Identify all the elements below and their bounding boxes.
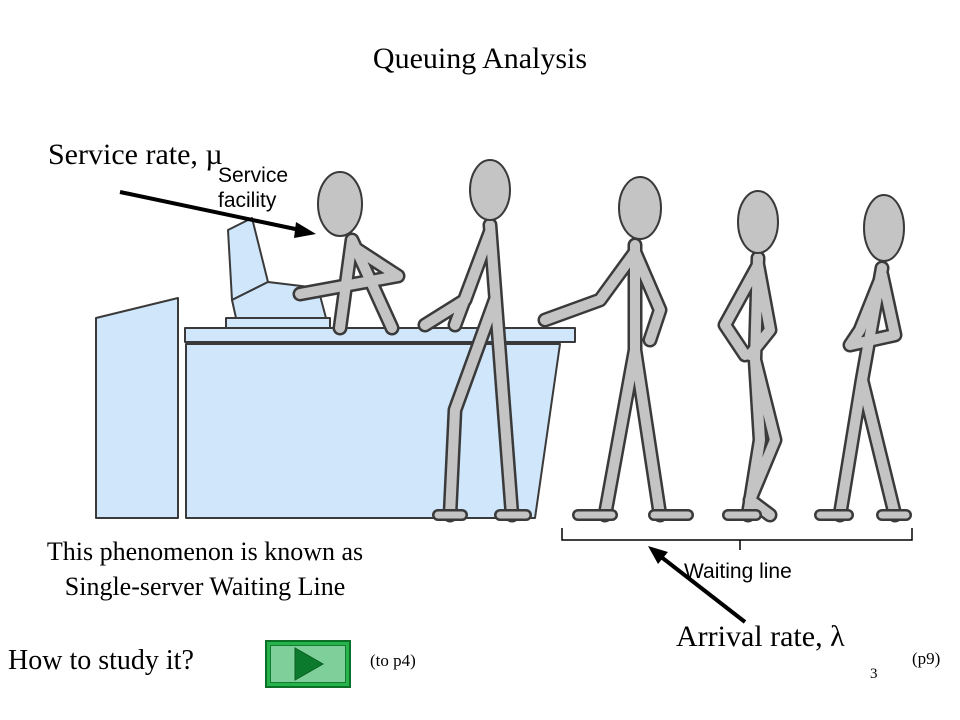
computer-icon [225, 217, 331, 329]
waiting-line-label: Waiting line [684, 560, 792, 583]
arrival-rate-label: Arrival rate, λ [676, 620, 845, 653]
link-to-p4[interactable]: (to p4) [370, 651, 416, 670]
phenomenon-caption: This phenomenon is known as Single-serve… [46, 537, 364, 601]
customer-3 [717, 190, 783, 523]
waiting-line-bracket [561, 528, 913, 550]
desk-side-panel [95, 297, 179, 519]
arrow-service-rate [119, 190, 316, 238]
customer-2 [537, 176, 694, 523]
page-number: 3 [870, 666, 878, 682]
service-rate-label: Service rate, µ [48, 138, 223, 171]
desk-top [184, 327, 576, 343]
people-in-queue [292, 159, 912, 523]
service-facility-label: Service facility [218, 164, 289, 212]
next-button[interactable] [265, 640, 351, 688]
play-triangle-icon [294, 647, 325, 681]
link-p9[interactable]: (p9) [912, 649, 941, 668]
arrow-arrival-rate [648, 546, 747, 624]
slide-title: Queuing Analysis [372, 42, 588, 75]
study-question: How to study it? [8, 645, 194, 676]
customer-1 [417, 159, 532, 523]
customer-4 [814, 194, 912, 523]
server-person [292, 171, 406, 336]
